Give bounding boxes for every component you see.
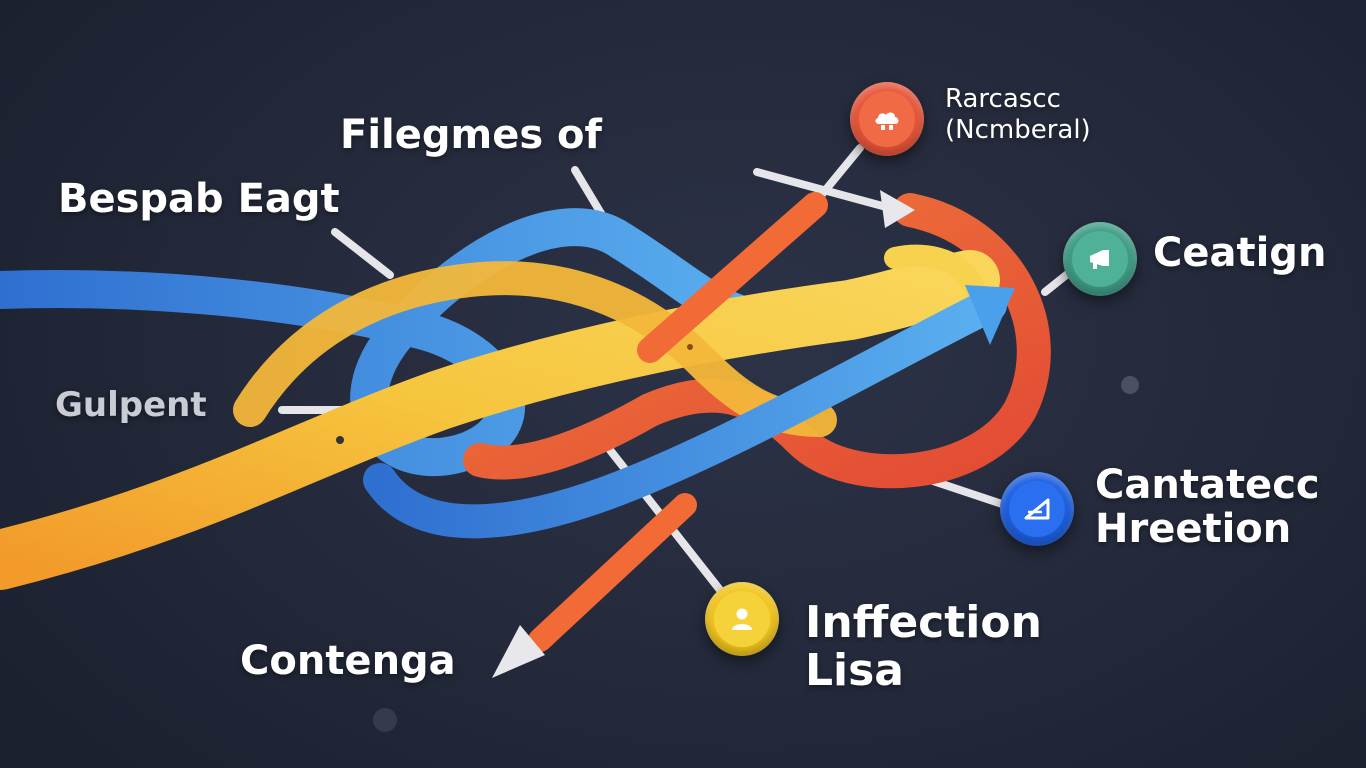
arrowhead-white-lower <box>492 625 545 678</box>
ribbon-dot <box>336 436 344 444</box>
label-rarcascc-line2: (Ncmberal) <box>945 115 1091 146</box>
node-inffection[interactable] <box>705 582 779 656</box>
ribbon-blue-lower <box>363 288 1007 539</box>
ribbon-yellow-tip <box>884 244 986 301</box>
node-rarcascc[interactable] <box>850 82 924 156</box>
arrowhead-blue <box>965 285 1015 345</box>
ribbon-yellow-back <box>233 261 837 437</box>
label-rarcascc-line1: Rarcascc <box>945 84 1061 114</box>
label-ceatign: Ceatign <box>1153 230 1327 276</box>
label-gulpent: Gulpent <box>55 385 207 425</box>
label-rarcascc: Rarcascc (Ncmberal) <box>945 84 1091 146</box>
label-cantatecc-line1: Cantatecc <box>1095 462 1320 508</box>
arrow-orange-lower <box>528 493 697 652</box>
node-ceatign[interactable] <box>1063 222 1137 296</box>
triangle-ruler-icon <box>1024 498 1050 520</box>
label-cantatecc-line2: Hreetion <box>1095 506 1292 552</box>
ribbon-red-loop <box>463 193 1051 489</box>
arrowhead-white-upper <box>880 190 915 228</box>
ribbon-yellow <box>0 250 1000 590</box>
ambient-glow <box>1121 376 1139 394</box>
label-filegmes: Filegmes of <box>340 112 602 158</box>
megaphone-icon <box>1090 250 1109 269</box>
connector-lines <box>278 144 1079 594</box>
label-bespab: Bespab Eagt <box>58 176 340 222</box>
label-cantatecc: Cantatecc Hreetion <box>1095 464 1320 550</box>
label-contenga: Contenga <box>240 638 456 684</box>
ambient-glow <box>373 708 397 732</box>
label-inffection: Inffection Lisa <box>805 597 1042 697</box>
user-icon <box>732 608 752 630</box>
ribbon-blue-upper <box>0 208 799 477</box>
cloud-icon <box>875 112 899 130</box>
label-inffection-line2: Lisa <box>805 645 904 697</box>
arrow-orange-upper <box>637 192 828 363</box>
ribbon-dot <box>687 344 693 350</box>
label-inffection-line1: Inffection <box>805 597 1042 648</box>
node-cantatecc[interactable] <box>1000 472 1074 546</box>
